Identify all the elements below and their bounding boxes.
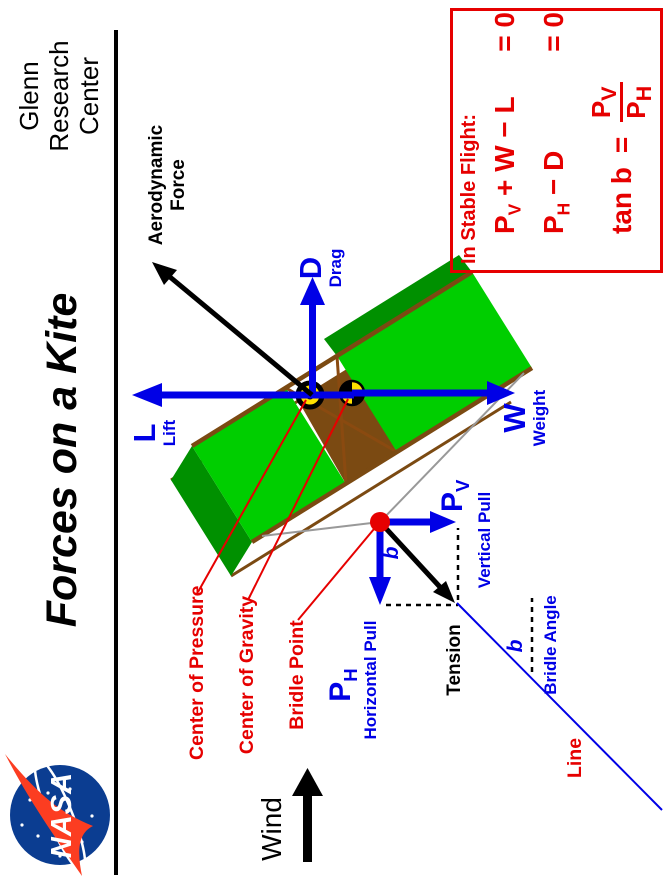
wind-arrow	[292, 768, 323, 862]
bridle-point-label: Bridle Point	[286, 620, 308, 730]
pv-over-ph-fraction: PV PH	[586, 82, 657, 123]
lift-arrow	[132, 383, 354, 407]
bridle-angle-symbol: b	[380, 546, 403, 560]
page-title: Forces on a Kite	[38, 292, 86, 628]
kite-line	[456, 602, 663, 811]
center-of-pressure-label: Center of Pressure	[186, 585, 208, 760]
equation-vertical: PV + W − L = 0	[489, 12, 525, 234]
lift-name: Lift	[160, 419, 179, 447]
center-of-gravity-label: Center of Gravity	[236, 595, 258, 755]
nasa-wordmark: NASA	[46, 772, 78, 858]
horizontal-pull-name: Horizontal Pull	[361, 620, 380, 740]
aerodynamic-force-arrow	[152, 262, 314, 397]
equation-tangent: tan b = PV PH	[586, 11, 657, 234]
vertical-pull-arrow	[380, 511, 456, 533]
drag-name: Drag	[326, 248, 345, 288]
tension-arrow	[378, 520, 455, 603]
bridle-angle-symbol-2: b	[504, 639, 527, 653]
weight-name: Weight	[530, 389, 549, 447]
weight-symbol: W	[497, 403, 532, 433]
nasa-swoosh-icon	[5, 754, 93, 876]
equation-horizontal: PH − D = 0	[537, 12, 574, 234]
aerodynamic-force-label: Aerodynamic Force	[146, 124, 189, 246]
drag-arrow	[300, 277, 325, 395]
tension-label: Tension	[444, 624, 465, 696]
weight-arrow	[352, 381, 515, 405]
lift-label: L Lift	[127, 393, 180, 473]
line-label: Line	[564, 737, 586, 779]
bridle-angle-name: Bridle Angle	[541, 595, 560, 695]
pointer-leader-lines	[197, 398, 375, 621]
vertical-pull-name: Vertical Pull	[475, 491, 494, 589]
drag-symbol: D	[293, 256, 328, 280]
wind-label: Wind	[256, 797, 287, 861]
center-name-line: Glenn	[14, 61, 44, 131]
horizontal-pull-symbol: PH	[324, 668, 361, 702]
center-name-line: Center	[74, 56, 104, 136]
bridle-point-dot	[370, 512, 390, 532]
dashed-guides	[386, 528, 534, 672]
lift-symbol: L	[127, 423, 162, 443]
center-name-line: Research	[44, 40, 74, 152]
nasa-logo: NASA	[5, 754, 110, 876]
weight-label: W Weight	[497, 378, 550, 458]
drag-label: D Drag	[293, 228, 346, 308]
horizontal-pull-arrow	[369, 522, 391, 605]
equations-heading: In Stable Flight:	[458, 114, 480, 264]
header-rule	[114, 30, 118, 875]
center-name: Glenn Research Center	[14, 6, 104, 186]
stable-flight-equations-box: In Stable Flight: PV + W − L = 0 PH − D …	[450, 8, 663, 273]
vertical-pull-symbol: PV	[436, 479, 473, 512]
